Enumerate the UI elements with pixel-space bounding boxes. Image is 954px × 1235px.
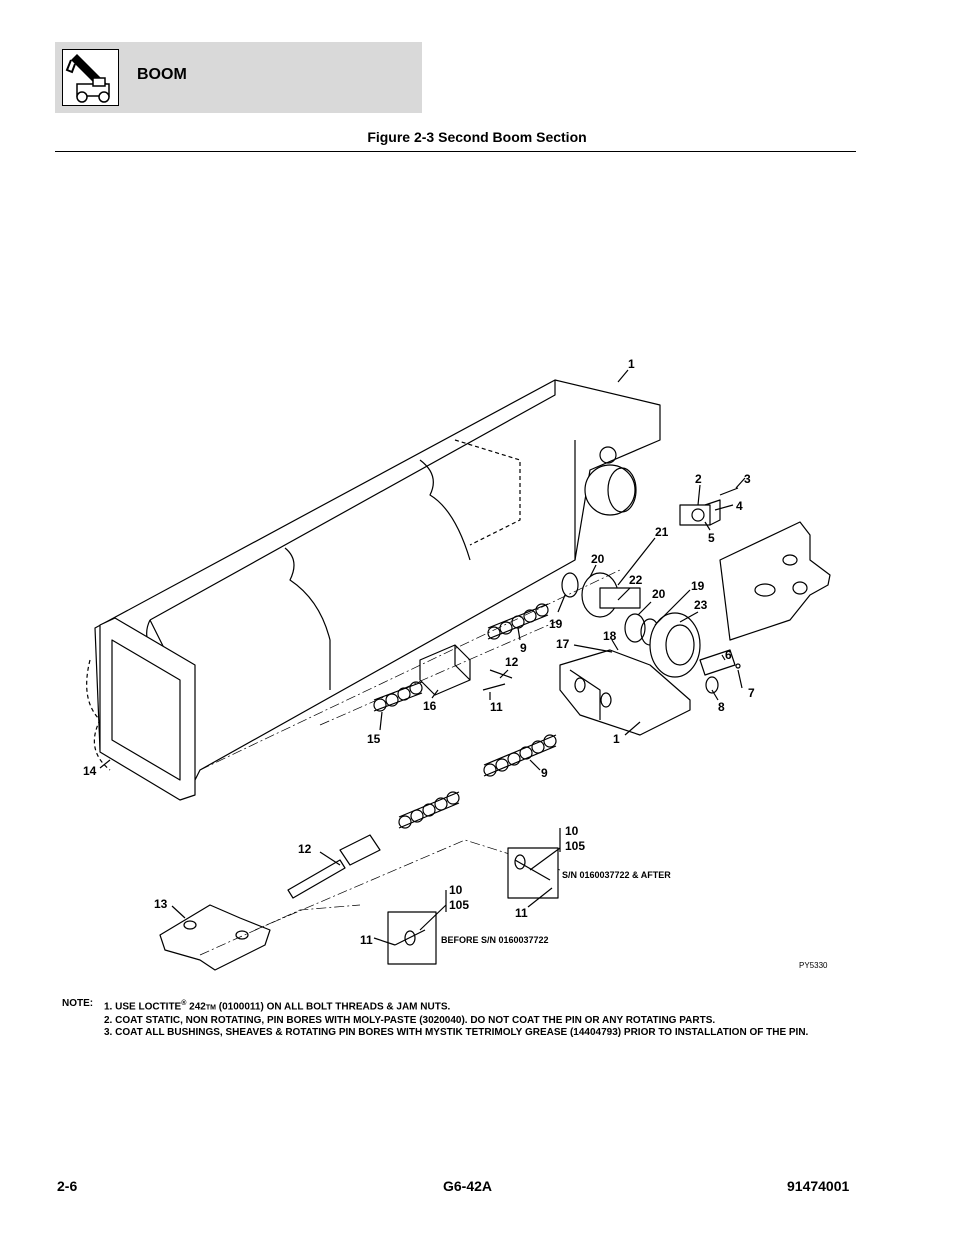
detail-box-before	[387, 911, 437, 965]
chain-upper	[487, 603, 549, 640]
callout-9-a: 9	[520, 641, 527, 655]
callout-2: 2	[695, 472, 702, 486]
callout-105-b: 105	[449, 898, 469, 912]
callout-19-a: 19	[691, 579, 705, 593]
boom-front-frame	[99, 617, 196, 801]
note-2: 2. COAT STATIC, NON ROTATING, PIN BORES …	[104, 1014, 716, 1026]
note-3: 3. COAT ALL BUSHINGS, SHEAVES & ROTATING…	[104, 1027, 809, 1039]
callout-1-mid: 1	[613, 732, 620, 746]
callout-10-b: 10	[449, 883, 463, 897]
callout-23: 23	[694, 598, 708, 612]
callout-20-b: 20	[652, 587, 666, 601]
sheave-23	[649, 612, 701, 678]
callout-7: 7	[748, 686, 755, 700]
page-number: 2-6	[57, 1178, 78, 1194]
side-plate	[719, 521, 831, 641]
callout-15: 15	[367, 732, 381, 746]
callout-16: 16	[423, 699, 437, 713]
telehandler-logo-icon	[62, 49, 119, 106]
chain-lower	[398, 734, 557, 829]
serial-note-after: S/N 0160037722 & AFTER	[562, 870, 671, 880]
callout-5: 5	[708, 531, 715, 545]
callout-6: 6	[725, 648, 732, 662]
callout-3: 3	[744, 472, 751, 486]
callout-9-b: 9	[541, 766, 548, 780]
callout-18: 18	[603, 629, 617, 643]
callout-19-b: 19	[549, 617, 563, 631]
callout-22: 22	[629, 573, 643, 587]
callout-12-b: 12	[298, 842, 312, 856]
callout-105-a: 105	[565, 839, 585, 853]
anchor-plate-13	[159, 904, 271, 971]
callout-13: 13	[154, 897, 168, 911]
document-number: 91474001	[787, 1178, 850, 1194]
callout-11-c: 11	[360, 933, 373, 947]
callout-14: 14	[83, 764, 97, 778]
chain-15	[373, 681, 423, 712]
head-sheave	[584, 464, 636, 516]
model-number: G6-42A	[443, 1178, 493, 1194]
callout-11-b: 11	[515, 906, 528, 920]
mount-bracket	[559, 649, 691, 736]
callout-12-a: 12	[505, 655, 519, 669]
figure-title: Figure 2-3 Second Boom Section	[367, 129, 587, 145]
callout-4: 4	[736, 499, 743, 513]
section-header: BOOM	[55, 42, 422, 113]
drawing-number: PY5330	[799, 961, 828, 970]
callout-11-a: 11	[490, 700, 503, 714]
threaded-rod	[287, 859, 346, 899]
note-1: 1. USE LOCTITE® 242TM (0100011) ON ALL B…	[104, 1000, 451, 1013]
callout-8: 8	[718, 700, 725, 714]
callout-17: 17	[556, 637, 570, 651]
notes-label: NOTE:	[62, 998, 94, 1009]
serial-note-before: BEFORE S/N 0160037722	[441, 935, 549, 945]
chain-anchor-16	[419, 644, 471, 696]
title-divider	[55, 151, 856, 152]
callout-21: 21	[655, 525, 669, 539]
section-title: BOOM	[137, 66, 187, 83]
callout-20-a: 20	[591, 552, 605, 566]
callout-10-a: 10	[565, 824, 579, 838]
callout-1-top: 1	[628, 357, 635, 371]
